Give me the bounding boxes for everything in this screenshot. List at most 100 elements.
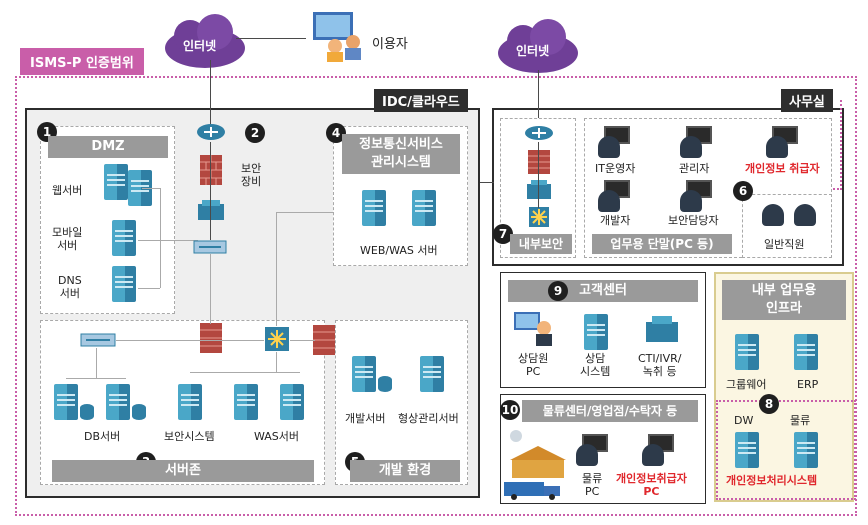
web-was-server-icon-1 bbox=[362, 190, 386, 226]
cti-ivr-icon bbox=[646, 316, 678, 342]
internet-cloud-right-icon bbox=[498, 19, 578, 73]
logistics-box bbox=[500, 394, 706, 504]
dmz-title: DMZ bbox=[48, 136, 168, 158]
erp-label: ERP bbox=[797, 378, 819, 391]
core-switch-icon bbox=[265, 327, 289, 351]
server-zone-title: 서버존 bbox=[52, 460, 314, 482]
warehouse-truck-icon bbox=[504, 430, 566, 500]
db-storage-icon-2 bbox=[132, 404, 146, 420]
db-storage-icon-1 bbox=[80, 404, 94, 420]
dw-label: DW bbox=[734, 414, 754, 427]
ips-appliance-icon bbox=[198, 200, 224, 220]
web-server-icon bbox=[104, 164, 128, 200]
general-staff-box bbox=[742, 194, 832, 258]
mobile-server-icon bbox=[112, 220, 136, 256]
general-staff-label: 일반직원 bbox=[764, 238, 805, 251]
zone-4-badge: 4 bbox=[326, 123, 346, 143]
firewall-icon bbox=[200, 155, 222, 185]
ict-service-title: 정보통신서비스 관리시스템 bbox=[342, 134, 460, 174]
router-icon bbox=[197, 124, 225, 140]
internal-security-title: 내부보안 bbox=[510, 234, 572, 254]
logistics-title: 물류센터/영업점/수탁자 등 bbox=[522, 400, 698, 422]
zone-10-badge: 10 bbox=[500, 400, 520, 420]
web-server-label: 웹서버 bbox=[52, 184, 83, 197]
dns-server-label: DNS 서버 bbox=[58, 274, 82, 300]
logistics-server-icon bbox=[794, 432, 818, 468]
zone-8-badge: 8 bbox=[759, 394, 779, 414]
dev-env-title: 개발 환경 bbox=[350, 460, 460, 482]
dev-firewall-icon bbox=[313, 325, 335, 355]
idc-tag: IDC/클라우드 bbox=[374, 89, 468, 112]
developer-person-icon bbox=[598, 190, 620, 212]
dns-server-icon bbox=[112, 266, 136, 302]
office-router-icon bbox=[525, 126, 553, 140]
security-officer-label: 보안담당자 bbox=[668, 214, 719, 227]
dev-server-icon bbox=[352, 356, 376, 392]
scope-label: ISMS-P 인증범위 bbox=[20, 48, 144, 75]
office-firewall-icon bbox=[528, 150, 550, 174]
internet-right-label: 인터넷 bbox=[516, 44, 550, 58]
users-icon bbox=[313, 12, 361, 62]
manager-label: 관리자 bbox=[679, 162, 710, 175]
logistics-person-icon bbox=[576, 444, 598, 466]
logistics-system-label: 물류 bbox=[790, 414, 811, 427]
config-mgmt-server-label: 형상관리서버 bbox=[398, 412, 459, 425]
config-mgmt-server-icon bbox=[420, 356, 444, 392]
security-system-icon bbox=[178, 384, 202, 420]
manager-person-icon bbox=[680, 136, 702, 158]
dev-storage-icon bbox=[378, 376, 392, 392]
was-server-icon-1 bbox=[234, 384, 258, 420]
db-server-icon-1 bbox=[54, 384, 78, 420]
zone-2-badge: 2 bbox=[245, 123, 265, 143]
dw-server-icon bbox=[735, 432, 759, 468]
pi-handler-person-icon-2 bbox=[642, 444, 664, 466]
server-firewall-icon bbox=[200, 323, 222, 353]
l3-switch-icon bbox=[193, 240, 227, 254]
customer-center-box bbox=[500, 272, 706, 388]
pis-label: 개인정보처리시스템 bbox=[726, 474, 818, 487]
security-equipment-label: 보안 장비 bbox=[241, 162, 262, 188]
agent-pc-label: 상담원 PC bbox=[518, 352, 549, 378]
web-was-server-label: WEB/WAS 서버 bbox=[360, 244, 438, 257]
consult-system-label: 상담 시스템 bbox=[580, 352, 611, 378]
logistics-pc-label: 물류 PC bbox=[582, 472, 603, 498]
it-operator-person-icon bbox=[598, 136, 620, 158]
erp-server-icon bbox=[794, 334, 818, 370]
developer-label: 개발자 bbox=[600, 214, 631, 227]
general-staff-person-icon-2 bbox=[794, 204, 816, 226]
zone-9-badge: 9 bbox=[548, 281, 568, 301]
office-tag: 사무실 bbox=[781, 89, 833, 112]
users-label: 이용자 bbox=[372, 37, 408, 52]
server-switch-icon bbox=[80, 333, 116, 347]
security-system-label: 보안시스템 bbox=[164, 430, 215, 443]
db-server-label: DB서버 bbox=[84, 430, 121, 443]
was-server-label: WAS서버 bbox=[254, 430, 300, 443]
it-operator-label: IT운영자 bbox=[595, 162, 636, 175]
pis-scope-boundary bbox=[716, 400, 856, 500]
office-appliance-icon bbox=[527, 180, 551, 199]
consult-system-icon bbox=[584, 314, 608, 350]
isms-scope-boundary bbox=[15, 76, 857, 516]
pi-handler-pc-label: 개인정보취급자 PC bbox=[616, 472, 687, 498]
customer-center-title: 고객센터 bbox=[508, 280, 698, 302]
office-switch-icon bbox=[529, 207, 549, 227]
groupware-server-icon bbox=[735, 334, 759, 370]
internet-left-label: 인터넷 bbox=[183, 39, 217, 53]
db-server-icon-2 bbox=[106, 384, 130, 420]
work-terminals-title: 업무용 단말(PC 등) bbox=[592, 234, 732, 254]
office-zone bbox=[492, 108, 844, 266]
internet-cloud-left-icon bbox=[165, 14, 245, 68]
dev-server-label: 개발서버 bbox=[345, 412, 386, 425]
security-officer-person-icon bbox=[680, 190, 702, 212]
general-staff-person-icon-1 bbox=[762, 204, 784, 226]
internal-infra-title: 내부 업무용 인프라 bbox=[722, 280, 846, 320]
pi-handler-person-icon bbox=[766, 136, 788, 158]
was-server-icon-2 bbox=[280, 384, 304, 420]
web-was-server-icon-2 bbox=[412, 190, 436, 226]
agent-pc-icon bbox=[514, 312, 552, 346]
groupware-label: 그룹웨어 bbox=[726, 378, 767, 391]
mobile-server-label: 모바일 서버 bbox=[52, 226, 83, 252]
cti-ivr-label: CTI/IVR/ 녹취 등 bbox=[638, 352, 682, 378]
pi-handler-label: 개인정보 취급자 bbox=[745, 162, 820, 175]
zone-7-badge: 7 bbox=[493, 224, 513, 244]
